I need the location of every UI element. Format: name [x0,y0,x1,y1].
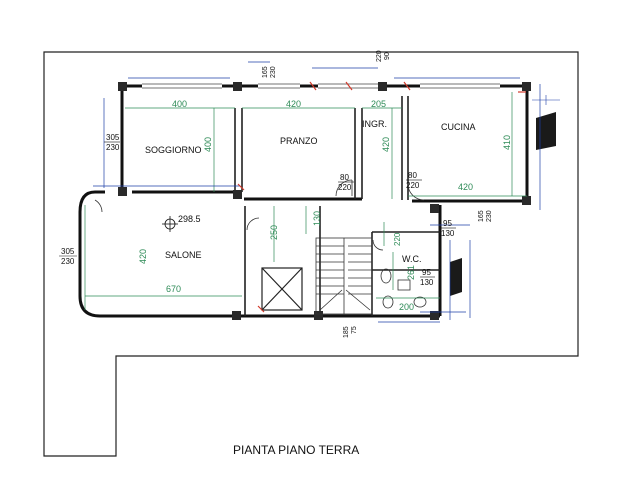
dim-420-salone: 420 [138,249,148,264]
dim-90: 90 [384,52,391,60]
dim-670: 670 [166,284,181,294]
dim-305-a: 305 [106,133,120,142]
dim-220-a: 220 [338,183,352,192]
window-frames [142,83,500,89]
dim-205: 205 [371,99,386,109]
room-label-cucina: CUCINA [441,122,476,132]
wc-window-detail [450,258,462,296]
dim-230-b: 230 [61,257,75,266]
dim-261: 261 [406,265,416,280]
staircase [315,237,373,315]
dim-200: 200 [399,302,414,312]
dim-230-d: 230 [486,210,493,222]
room-label-wc: W.C. [402,254,422,264]
doors [94,179,425,251]
dim-220-wc: 220 [393,232,402,246]
dim-305-b: 305 [61,247,75,256]
room-label-soggiorno: SOGGIORNO [145,145,202,155]
shaft [261,267,303,311]
dim-95-b: 95 [422,268,431,277]
level-marker [162,216,178,232]
interior-walls [234,96,440,316]
site-boundary [43,51,579,457]
dim-230-a: 230 [106,143,120,152]
dim-220-b: 220 [406,181,420,190]
wc-fixtures [380,268,427,309]
room-label-pranzo: PRANZO [280,136,318,146]
room-label-salone: SALONE [165,250,202,260]
plan-title: PIANTA PIANO TERRA [233,443,359,457]
dim-230-c: 230 [270,66,277,78]
dimension-lines [84,61,541,323]
dim-185: 185 [343,326,350,338]
dim-420-top: 420 [286,99,301,109]
dim-400-vert: 400 [203,137,213,152]
dim-75: 75 [351,326,358,334]
dim-165-a: 165 [262,66,269,78]
room-label-ingr: INGR. [362,119,387,129]
accent-marks [237,81,526,313]
level-mark-label: 298.5 [178,214,201,224]
dim-80-a: 80 [340,173,349,182]
dim-410: 410 [502,135,512,150]
dim-130-b: 130 [420,278,434,287]
dim-95-a: 95 [443,219,452,228]
dim-420-cucina: 420 [458,182,473,192]
dim-165-b: 165 [478,210,485,222]
dim-80-b: 80 [408,171,417,180]
kitchen-counter [532,95,560,150]
dim-130-mid: 130 [312,211,322,226]
dim-130-a: 130 [441,229,455,238]
dim-420-ingr: 420 [381,137,391,152]
dim-400-top: 400 [172,99,187,109]
structural-columns [118,82,531,320]
dim-220-top: 220 [376,50,383,62]
dim-250: 250 [269,225,279,240]
